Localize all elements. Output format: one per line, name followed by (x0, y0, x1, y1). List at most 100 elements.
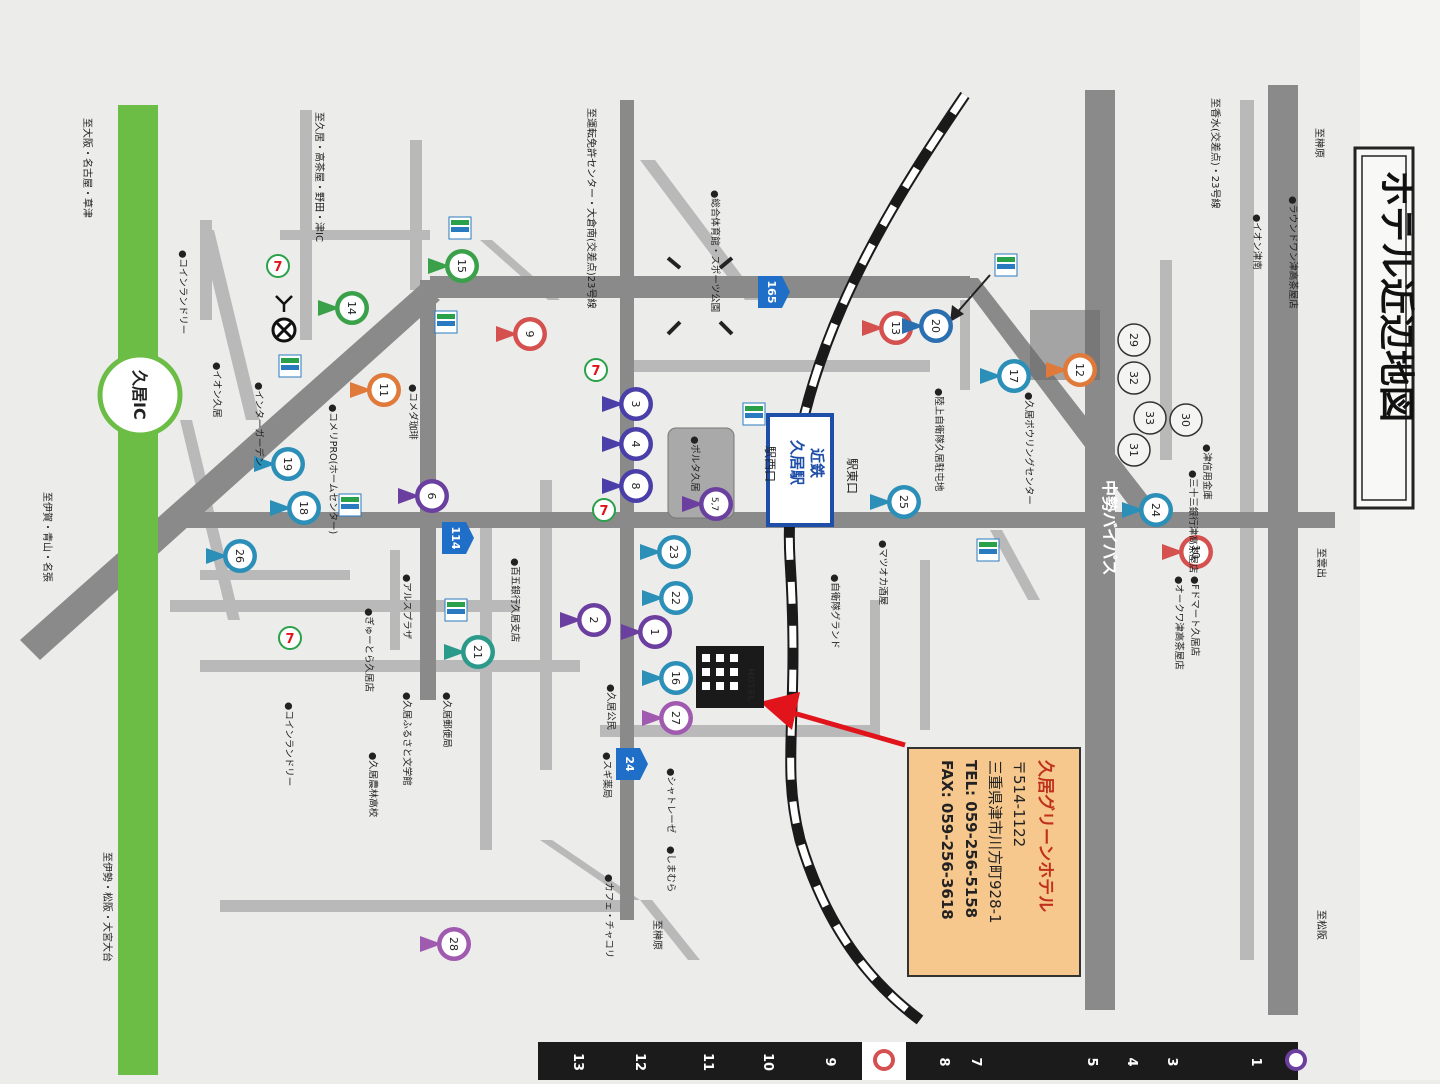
marker-pin (642, 670, 664, 686)
poi-marker-11[interactable]: 11 (350, 373, 401, 407)
poi-marker-21[interactable]: 21 (444, 635, 495, 669)
marker-number: 5,7 (709, 497, 719, 511)
poi-marker-5-7[interactable]: 5,7 (682, 487, 733, 521)
poi-marker-15[interactable]: 15 (428, 249, 479, 283)
place-label: ●久居ふるさと文学館 (401, 692, 413, 786)
poi-marker-16[interactable]: 16 (642, 661, 693, 695)
circle-ring (1117, 433, 1151, 467)
poi-marker-1[interactable]: 1 (621, 615, 672, 649)
legend-number-1: 1 (1248, 1057, 1263, 1066)
poi-marker-14[interactable]: 14 (318, 291, 369, 325)
legend-number-7: 7 (968, 1057, 983, 1066)
marker-pin (428, 258, 450, 274)
poi-marker-18[interactable]: 18 (270, 491, 321, 525)
poi-marker-20[interactable]: 20 (902, 309, 953, 343)
place-label: ●久居農林高校 (367, 752, 379, 818)
marker-pin (496, 326, 518, 342)
minor-road-diag-2 (640, 160, 760, 300)
marker-face (275, 451, 301, 477)
marker-number: 19 (281, 457, 294, 471)
marker-pin (1122, 502, 1144, 518)
poi-marker-24[interactable]: 24 (1122, 493, 1173, 527)
marker-number: 23 (667, 545, 680, 559)
place-label: ●ラウンドワン津高茶屋店 (1287, 196, 1299, 309)
circle-number: 32 (1127, 371, 1140, 385)
road-diag-ne (958, 278, 1160, 520)
marker-face (663, 705, 689, 731)
poi-marker-27[interactable]: 27 (642, 701, 693, 735)
legend-number-10: 10 (760, 1053, 775, 1071)
marker-number: 15 (455, 259, 468, 273)
shield-number: 114 (449, 527, 462, 550)
place-label: ●オークワ津高茶屋店 (1173, 576, 1185, 670)
hotel-building-icon (696, 646, 764, 708)
number-circle-30[interactable]: 30 (1169, 403, 1203, 437)
marker-pin (1046, 362, 1068, 378)
station-east-exit: 駅東口 (845, 458, 859, 494)
poi-marker-28[interactable]: 28 (420, 927, 471, 961)
marker-face (441, 931, 467, 957)
number-circle-29[interactable]: 29 (1117, 323, 1151, 357)
place-label: ●Fドマート久居店 (1189, 576, 1201, 656)
marker-number: 3 (629, 401, 642, 408)
marker-number: 24 (1149, 503, 1162, 517)
poi-marker-23[interactable]: 23 (640, 535, 691, 569)
marker-pin (444, 644, 466, 660)
poi-marker-8[interactable]: 8 (602, 469, 653, 503)
hotel-postal: 〒514-1122 (1010, 760, 1028, 847)
poi-marker-9[interactable]: 9 (496, 317, 547, 351)
marker-face (623, 473, 649, 499)
marker-number: 14 (345, 301, 358, 315)
poi-marker-12[interactable]: 12 (1046, 353, 1097, 387)
poi-marker-2[interactable]: 2 (560, 603, 611, 637)
number-circle-32[interactable]: 32 (1117, 361, 1151, 395)
interchange-badge (97, 352, 183, 438)
place-label: ●三十三銀行津高茶屋店 (1187, 470, 1199, 573)
marker-pin (980, 368, 1002, 384)
poi-marker-26[interactable]: 26 (206, 539, 257, 573)
marker-face (663, 585, 689, 611)
marker-number: 6 (425, 493, 438, 500)
poi-marker-4[interactable]: 4 (602, 427, 653, 461)
svg-text:7: 7 (599, 504, 608, 519)
poi-marker-17[interactable]: 17 (980, 359, 1031, 393)
marker-pin (682, 496, 704, 512)
place-label: ●久居ボウリングセンター (1023, 392, 1035, 505)
seven-eleven-icons: 7 7 7 7 (266, 254, 616, 650)
poi-marker-19[interactable]: 19 (254, 447, 305, 481)
bridge-marks (666, 256, 734, 336)
marker-pin (642, 710, 664, 726)
marker-number: 4 (629, 441, 642, 448)
poi-marker-10[interactable]: 10 (1162, 535, 1213, 569)
hotel-info-box (907, 747, 1081, 977)
marker-face (517, 321, 543, 347)
marker-pin (420, 936, 442, 952)
direction-label: 至伊勢・松阪・大宮大台 (101, 852, 114, 962)
marker-face (449, 253, 475, 279)
legend-number-3: 3 (1164, 1057, 1179, 1066)
number-circle-33[interactable]: 33 (1133, 401, 1167, 435)
circle-number: 30 (1179, 413, 1192, 427)
number-circle-31[interactable]: 31 (1117, 433, 1151, 467)
poi-marker-3[interactable]: 3 (602, 387, 653, 421)
legend-number-4: 4 (1124, 1057, 1139, 1066)
marker-face (1183, 539, 1209, 565)
pointer-arrow (954, 274, 991, 316)
hotel-fax: FAX: 059-256-3618 (938, 760, 956, 920)
legend-marker-icon (873, 1049, 895, 1071)
direction-label: 至雲出 (1315, 548, 1328, 578)
direction-label: 至榊原 (1313, 128, 1326, 158)
direction-label: 至松阪 (1315, 910, 1328, 940)
marker-pin (640, 544, 662, 560)
poi-marker-25[interactable]: 25 (870, 485, 921, 519)
place-label: ●インターガーデン (253, 382, 265, 466)
svg-text:7: 7 (285, 632, 294, 647)
marker-pin (602, 478, 624, 494)
marker-face (1001, 363, 1027, 389)
marker-face (227, 543, 253, 569)
marker-number: 28 (447, 937, 460, 951)
shield-shape (442, 522, 474, 554)
poi-marker-6[interactable]: 6 (398, 479, 449, 513)
poi-marker-22[interactable]: 22 (642, 581, 693, 615)
